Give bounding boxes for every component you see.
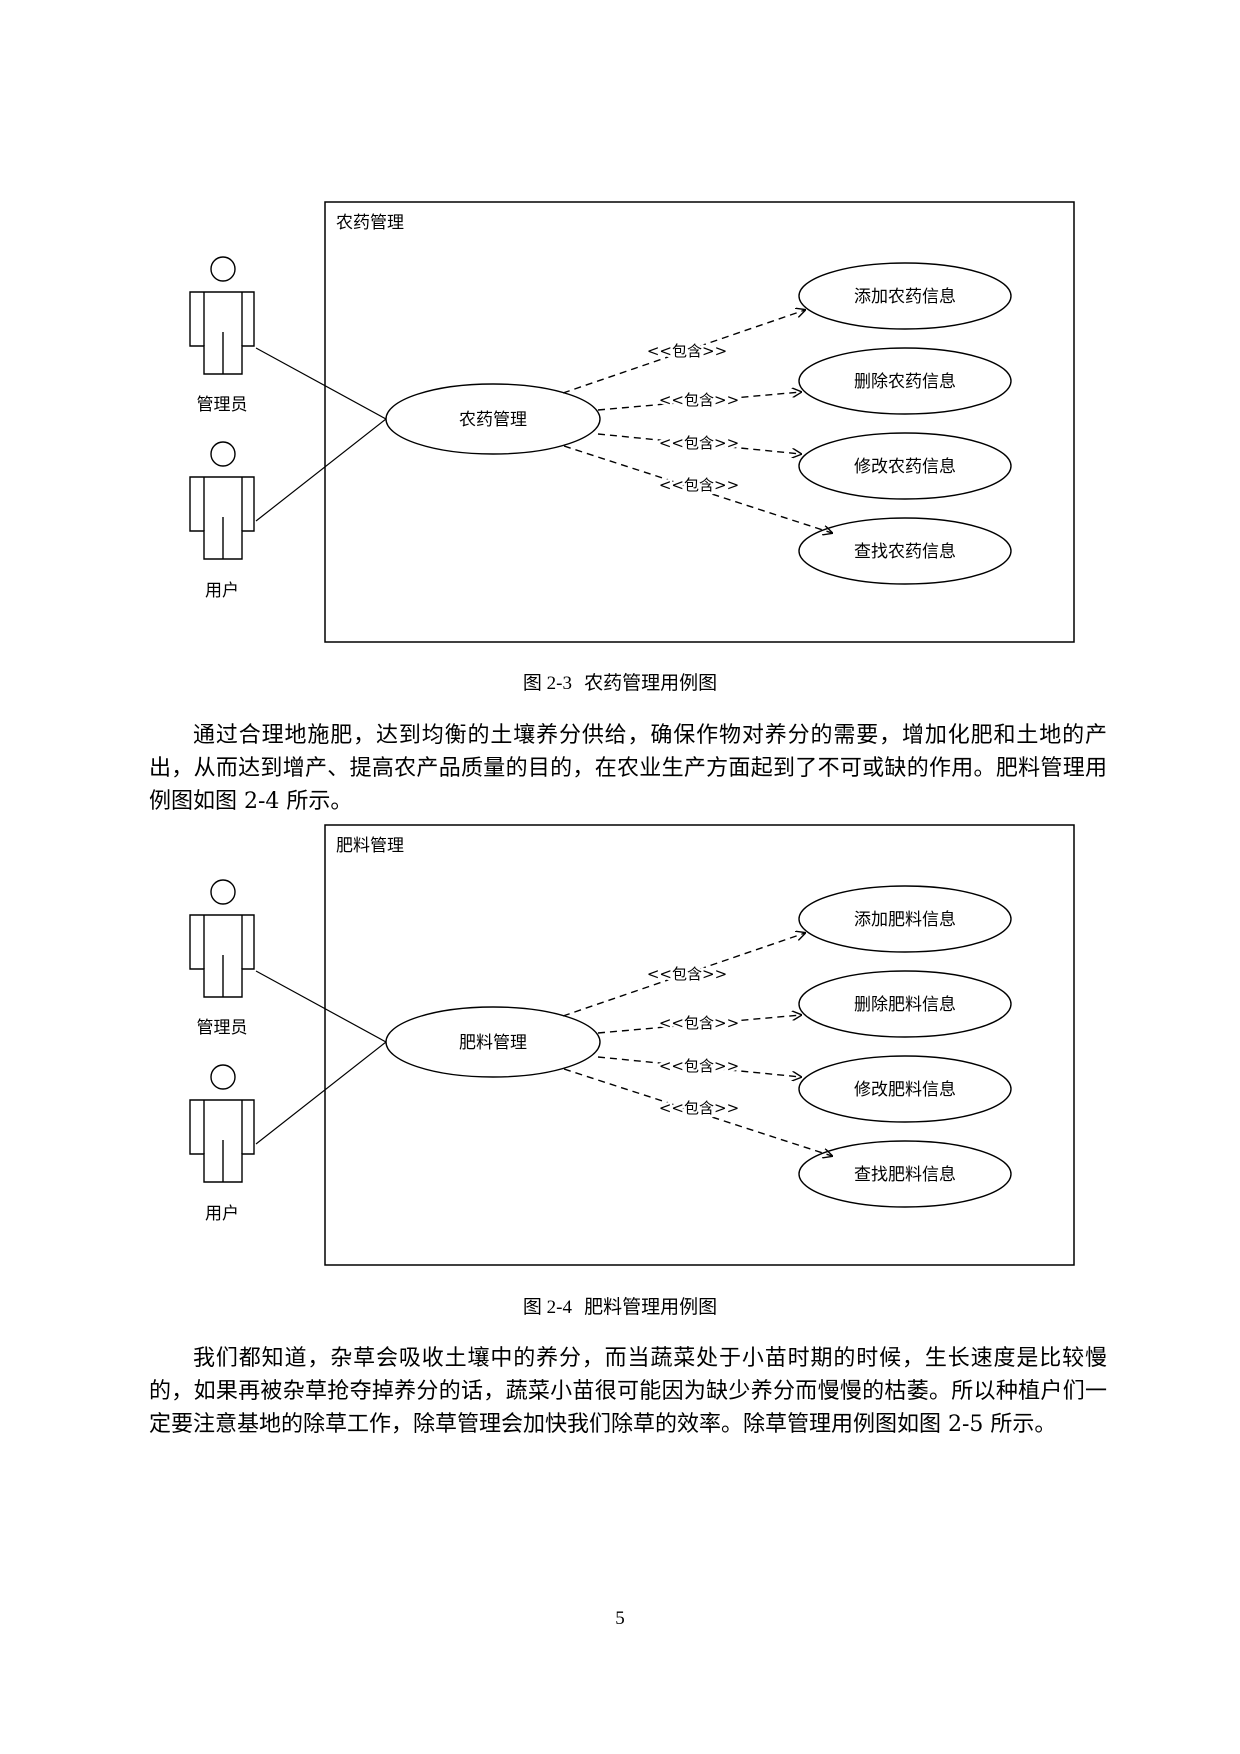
use-case-label: 添加农药信息 bbox=[854, 287, 956, 307]
figure-caption: 图 2-3 农药管理用例图 bbox=[0, 668, 1240, 695]
body-paragraph: 通过合理地施肥，达到均衡的土壤养分供给，确保作物对养分的需要，增加化肥和土地的产… bbox=[149, 723, 1107, 814]
caption-title: 农药管理用例图 bbox=[584, 672, 718, 694]
use-case-label: 添加肥料信息 bbox=[854, 910, 956, 930]
use-case-delete bbox=[798, 970, 1012, 1038]
actor-label: 管理员 bbox=[197, 1018, 248, 1038]
main-use-case bbox=[385, 383, 601, 455]
use-case-label: 查找肥料信息 bbox=[854, 1165, 956, 1185]
body-paragraph: 我们都知道，杂草会吸收土壤中的养分，而当蔬菜处于小苗时期的时候，生长速度是比较慢… bbox=[149, 1346, 1107, 1437]
use-case-label: 查找农药信息 bbox=[854, 542, 956, 562]
actor-label: 用户 bbox=[205, 581, 239, 601]
include-label: <<包含>> bbox=[659, 476, 739, 494]
caption-number: 图 2-4 bbox=[522, 1297, 572, 1318]
sub-use-cases: 添加肥料信息 删除肥料信息 修改肥料信息 查找肥料信息 bbox=[798, 885, 1012, 1208]
use-case-delete bbox=[798, 347, 1012, 415]
actor-admin: 管理员 bbox=[189, 879, 255, 1038]
use-case-edit bbox=[798, 1055, 1012, 1123]
use-case-edit bbox=[798, 432, 1012, 500]
include-label: <<包含>> bbox=[647, 965, 727, 983]
use-case-label: 删除肥料信息 bbox=[854, 995, 956, 1015]
actor-label: 用户 bbox=[205, 1204, 239, 1224]
association-line bbox=[255, 418, 387, 522]
include-arrow bbox=[562, 310, 805, 394]
main-use-case-label: 肥料管理 bbox=[459, 1033, 527, 1053]
use-case-diagram-pesticide: 农药管理 管理员 用户 农药管理 <<包含>> <<包含>> <<包含>> <<… bbox=[189, 201, 1075, 643]
include-label: <<包含>> bbox=[659, 1014, 739, 1032]
actor-user: 用户 bbox=[189, 1064, 255, 1224]
include-arrow bbox=[597, 1056, 801, 1077]
actor-admin: 管理员 bbox=[189, 256, 255, 415]
use-case-search bbox=[798, 1140, 1012, 1208]
use-case-label: 修改肥料信息 bbox=[854, 1080, 956, 1100]
include-arrow bbox=[597, 433, 801, 454]
use-case-label: 修改农药信息 bbox=[854, 457, 956, 477]
system-boundary bbox=[324, 201, 1075, 643]
include-relations: <<包含>> <<包含>> <<包含>> <<包含>> bbox=[562, 310, 832, 533]
include-label: <<包含>> bbox=[659, 1057, 739, 1075]
main-use-case bbox=[385, 1006, 601, 1078]
include-arrow bbox=[597, 392, 801, 411]
actor-user: 用户 bbox=[189, 441, 255, 601]
include-relations: <<包含>> <<包含>> <<包含>> <<包含>> bbox=[562, 933, 832, 1156]
include-arrow bbox=[597, 1015, 801, 1034]
figure-caption: 图 2-4 肥料管理用例图 bbox=[0, 1292, 1240, 1319]
use-case-diagram-fertilizer: 肥料管理 管理员 用户 肥料管理 <<包含>> <<包含>> <<包含>> <<… bbox=[189, 824, 1075, 1266]
use-case-label: 删除农药信息 bbox=[854, 372, 956, 392]
include-label: <<包含>> bbox=[659, 434, 739, 452]
association-line bbox=[255, 347, 387, 420]
use-case-search bbox=[798, 517, 1012, 585]
actor-label: 管理员 bbox=[197, 395, 248, 415]
include-arrow bbox=[563, 445, 832, 533]
caption-title: 肥料管理用例图 bbox=[584, 1296, 718, 1318]
page-number: 5 bbox=[615, 1608, 625, 1629]
boundary-label: 肥料管理 bbox=[336, 836, 404, 856]
caption-number: 图 2-3 bbox=[522, 673, 572, 694]
include-arrow bbox=[563, 1068, 832, 1156]
include-label: <<包含>> bbox=[647, 342, 727, 360]
system-boundary bbox=[324, 824, 1075, 1266]
sub-use-cases: 添加农药信息 删除农药信息 修改农药信息 查找农药信息 bbox=[798, 262, 1012, 585]
main-use-case-label: 农药管理 bbox=[459, 410, 527, 430]
association-line bbox=[255, 1041, 387, 1145]
use-case-add bbox=[798, 885, 1012, 953]
use-case-add bbox=[798, 262, 1012, 330]
boundary-label: 农药管理 bbox=[336, 213, 404, 233]
include-arrow bbox=[562, 933, 805, 1017]
association-line bbox=[255, 970, 387, 1043]
include-label: <<包含>> bbox=[659, 391, 739, 409]
include-label: <<包含>> bbox=[659, 1099, 739, 1117]
